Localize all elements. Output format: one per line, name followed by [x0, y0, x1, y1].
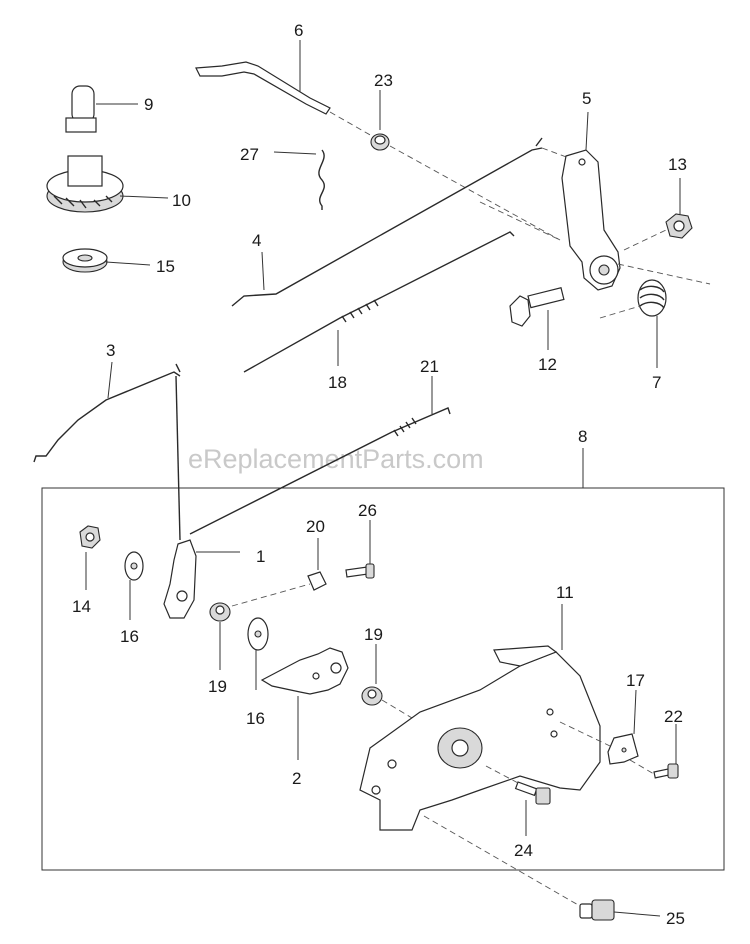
label-part-22: 22 — [664, 707, 683, 726]
label-part-6: 6 — [294, 21, 303, 40]
label-part-9: 9 — [144, 95, 153, 114]
label-part-8: 8 — [578, 427, 587, 446]
label-part-12: 12 — [538, 355, 557, 374]
part-16-washer-lower[interactable] — [247, 617, 269, 690]
label-part-17: 17 — [626, 671, 645, 690]
part-14-nut[interactable] — [79, 525, 101, 590]
label-part-26: 26 — [358, 501, 377, 520]
part-24-bolt[interactable] — [485, 765, 551, 836]
label-part-25: 25 — [666, 909, 685, 928]
assembly-frame-8 — [41, 487, 725, 871]
part-15-washer[interactable] — [62, 248, 151, 273]
label-part-4: 4 — [252, 231, 261, 250]
part-23-collar[interactable] — [370, 90, 561, 241]
part-18-spring-rod[interactable] — [243, 231, 515, 373]
part-4-link-rod[interactable] — [231, 137, 581, 307]
label-part-27: 27 — [240, 145, 259, 164]
label-part-3: 3 — [106, 341, 115, 360]
part-7-spring[interactable] — [599, 279, 667, 368]
part-5-governor-arm[interactable] — [479, 111, 711, 291]
part-25-bolt[interactable] — [423, 815, 661, 921]
part-27-spring-clip[interactable] — [273, 149, 325, 210]
label-part-2: 2 — [292, 769, 301, 788]
part-11-control-base-plate[interactable] — [359, 604, 601, 831]
label-part-10: 10 — [172, 191, 191, 210]
label-part-5: 5 — [582, 89, 591, 108]
part-13-nut[interactable] — [623, 178, 693, 251]
part-1-lever-plate[interactable] — [163, 375, 240, 619]
label-part-14: 14 — [72, 597, 91, 616]
part-19-bushing-right[interactable] — [361, 644, 413, 719]
label-part-19-left: 19 — [208, 677, 227, 696]
part-20-pivot-pin[interactable] — [231, 538, 327, 607]
label-part-23: 23 — [374, 71, 393, 90]
label-part-13: 13 — [668, 155, 687, 174]
label-part-24: 24 — [514, 841, 533, 860]
label-part-11: 11 — [556, 583, 574, 602]
label-part-20: 20 — [306, 517, 325, 536]
part-9-shaft[interactable] — [65, 85, 138, 133]
part-22-screw[interactable] — [629, 724, 679, 779]
part-6-lever-rod[interactable] — [195, 40, 373, 137]
label-part-16-lower: 16 — [246, 709, 265, 728]
part-21-spring-rod[interactable] — [189, 376, 451, 535]
label-part-7: 7 — [652, 373, 661, 392]
part-17-clip[interactable] — [559, 689, 639, 765]
part-26-screw[interactable] — [345, 520, 375, 579]
label-part-19-right: 19 — [364, 625, 383, 644]
part-2-control-bracket[interactable] — [260, 647, 349, 760]
label-part-21: 21 — [420, 357, 439, 376]
label-part-1: 1 — [256, 547, 265, 566]
part-19-bushing-left[interactable] — [209, 602, 231, 670]
part-10-governor-gear[interactable] — [46, 155, 169, 213]
label-part-16-upper: 16 — [120, 627, 139, 646]
part-3-bent-rod[interactable] — [33, 361, 181, 463]
watermark-text: eReplacementParts.com — [188, 444, 484, 474]
part-12-bolt[interactable] — [509, 287, 565, 350]
part-16-washer-upper[interactable] — [124, 551, 144, 620]
label-part-15: 15 — [156, 257, 175, 276]
label-part-18: 18 — [328, 373, 347, 392]
